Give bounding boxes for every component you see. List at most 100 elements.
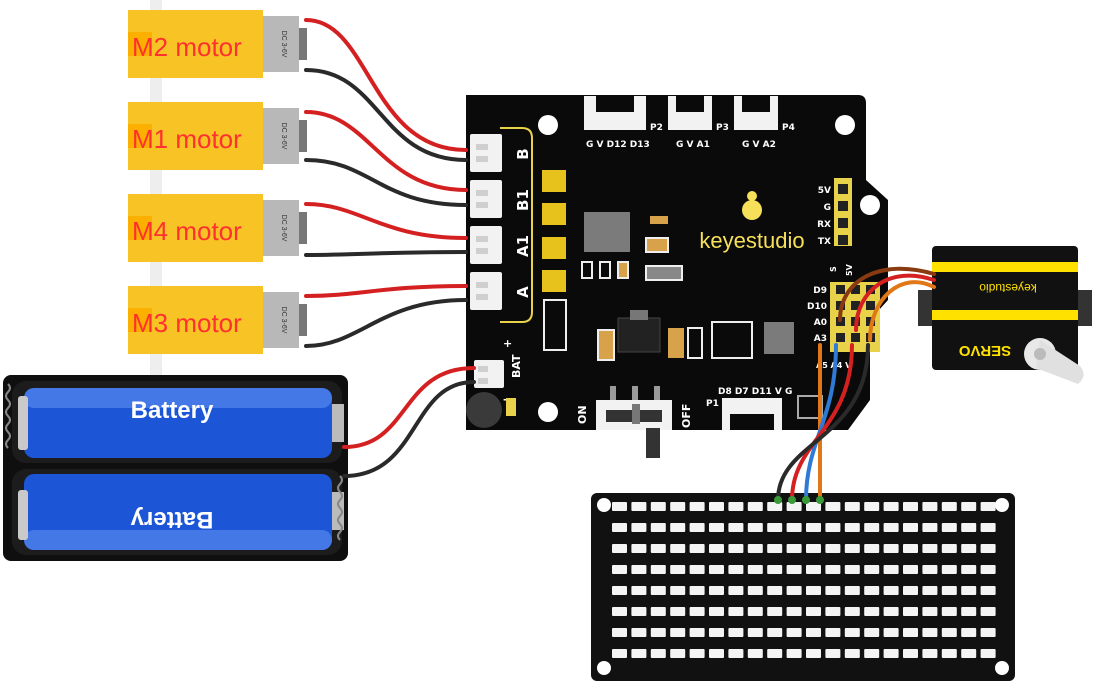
led-pixel	[825, 628, 841, 637]
wire-matrix-blue	[804, 343, 838, 502]
led-pixel	[980, 523, 996, 532]
led-pixel	[864, 586, 880, 595]
led-pixel	[903, 523, 918, 532]
wire-m2-black	[304, 68, 468, 162]
led-pixel	[844, 628, 860, 637]
motor-spec: DC 3-6V	[280, 307, 287, 334]
motor-port-a1[interactable]: A1	[470, 226, 532, 264]
motor-spec: DC 3-6V	[280, 123, 287, 150]
led-pixel	[747, 607, 763, 616]
led-pixel	[631, 523, 647, 532]
led-pixel	[728, 502, 744, 511]
led-pixel	[941, 586, 957, 595]
led-pixel	[844, 607, 860, 616]
led-pixel	[670, 502, 686, 511]
svg-text:S: S	[829, 266, 838, 272]
led-pixel	[941, 565, 957, 574]
battery-bottom-label: Battery	[130, 506, 213, 533]
switch-off-label: OFF	[680, 404, 693, 428]
led-pixel	[670, 544, 686, 553]
led-pixel	[941, 628, 957, 637]
led-pixel	[941, 544, 957, 553]
led-pixel	[650, 586, 666, 595]
led-pixel	[786, 502, 802, 511]
svg-text:P3: P3	[716, 123, 729, 133]
led-pixel	[747, 523, 763, 532]
wire-matrix-red	[790, 343, 854, 502]
header-p2[interactable]: P2 G V D12 D13	[584, 96, 663, 150]
wire-battery-black	[342, 380, 476, 478]
led-pixel	[806, 628, 821, 637]
led-pixel	[670, 565, 686, 574]
led-pixel	[670, 649, 686, 658]
led-pixel	[903, 607, 918, 616]
ladybug-logo-icon	[742, 200, 762, 220]
led-pixel	[650, 565, 666, 574]
led-pixel	[650, 523, 666, 532]
led-pixel	[689, 544, 705, 553]
led-pixel	[980, 586, 996, 595]
motor-port-b[interactable]: B	[470, 134, 532, 172]
led-pixel	[767, 649, 783, 658]
led-pixel	[709, 607, 724, 616]
led-pixel	[728, 607, 744, 616]
motor-label: M4 motor	[132, 216, 242, 246]
motor-can	[263, 16, 299, 72]
led-pixel	[961, 502, 977, 511]
header-p4[interactable]: P4 G V A2	[734, 96, 795, 150]
led-pixel	[941, 502, 957, 511]
battery-top-label: Battery	[131, 397, 214, 424]
led-pixel	[631, 649, 647, 658]
wire-m2-red	[304, 18, 468, 152]
led-pixel	[650, 544, 666, 553]
motor-port-a[interactable]: A	[470, 272, 532, 310]
led-pixel	[728, 628, 744, 637]
led-pixel	[825, 544, 841, 553]
led-pixel	[864, 628, 880, 637]
wire-servo-red	[854, 273, 936, 332]
motor-label: M3 motor	[132, 308, 242, 338]
led-pixel	[961, 586, 977, 595]
led-pixel	[612, 586, 627, 595]
led-pixel	[767, 523, 783, 532]
svg-text:P4: P4	[782, 123, 795, 133]
led-pixel	[786, 607, 802, 616]
led-pixel	[747, 649, 763, 658]
led-pixel	[980, 607, 996, 616]
led-pixel	[689, 628, 705, 637]
led-pixel	[767, 586, 783, 595]
mounting-hole	[538, 402, 558, 422]
switch-on-label: ON	[576, 405, 589, 424]
led-pixel	[941, 607, 957, 616]
wire-battery-red	[342, 366, 476, 449]
led-pixel	[728, 565, 744, 574]
power-switch[interactable]	[596, 386, 672, 458]
serial-pin-label: G	[824, 203, 831, 213]
led-pixel	[883, 586, 899, 595]
led-pixel	[961, 565, 977, 574]
led-pixel	[612, 565, 627, 574]
led-pixel	[825, 586, 841, 595]
led-pixel	[747, 502, 763, 511]
led-pixel	[844, 523, 860, 532]
led-pixel	[709, 586, 724, 595]
led-pixel	[709, 544, 724, 553]
motor-port-label: A	[514, 286, 532, 298]
wire-servo-brown	[838, 266, 936, 322]
motor-port-b1[interactable]: B1	[470, 180, 532, 218]
svg-text:G V A1: G V A1	[676, 140, 710, 150]
motor-can	[263, 108, 299, 164]
led-pixel	[709, 628, 724, 637]
led-pixel	[806, 586, 821, 595]
led-pixel	[747, 628, 763, 637]
header-p1[interactable]: P1 D8 D7 D11 V G	[706, 387, 792, 430]
led-pixel	[689, 649, 705, 658]
header-p3[interactable]: P3 G V A1	[668, 96, 729, 150]
motor-spec: DC 3-6V	[280, 215, 287, 242]
